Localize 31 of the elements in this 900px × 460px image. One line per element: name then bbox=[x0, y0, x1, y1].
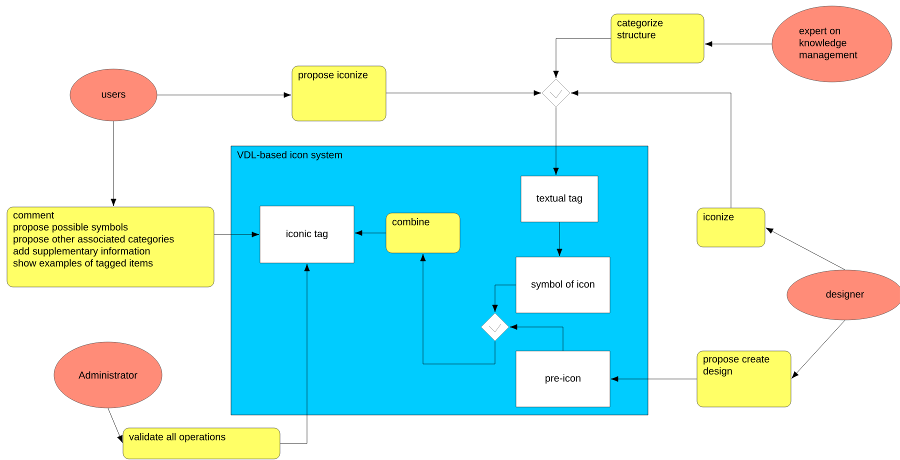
activity-box: categorize structure bbox=[610, 14, 704, 64]
activity-box: propose iconize bbox=[292, 66, 386, 122]
arrow bbox=[570, 90, 732, 208]
activity-box: comment propose possible symbols propose other associated categories add supplementary information show examples of tagged items bbox=[6, 206, 214, 288]
arrow bbox=[766, 228, 846, 270]
artifact-box: pre-icon bbox=[516, 350, 610, 408]
artifact-box: iconic tag bbox=[260, 206, 354, 264]
arrow bbox=[556, 222, 562, 256]
arrow bbox=[386, 90, 542, 96]
artifact-box: symbol of icon bbox=[516, 256, 610, 314]
activity-box: validate all operations bbox=[122, 428, 280, 460]
activity-box: combine bbox=[386, 212, 460, 254]
activity-box: propose create design bbox=[696, 350, 792, 408]
activity-box: iconize bbox=[696, 208, 766, 248]
arrow bbox=[157, 92, 292, 98]
arrow bbox=[553, 107, 559, 176]
arrow bbox=[110, 121, 116, 206]
decision-diamond bbox=[480, 312, 510, 342]
arrow bbox=[510, 324, 564, 351]
arrow bbox=[214, 232, 260, 238]
arrow bbox=[704, 41, 772, 47]
arrow bbox=[108, 408, 123, 443]
arrow bbox=[792, 320, 846, 379]
arrow bbox=[420, 254, 496, 364]
arrow bbox=[553, 38, 611, 78]
arrow bbox=[610, 376, 697, 382]
arrow bbox=[354, 230, 386, 236]
arrow bbox=[492, 284, 516, 312]
artifact-box: textual tag bbox=[520, 176, 598, 222]
decision-diamond bbox=[542, 78, 570, 108]
arrow bbox=[280, 264, 310, 444]
